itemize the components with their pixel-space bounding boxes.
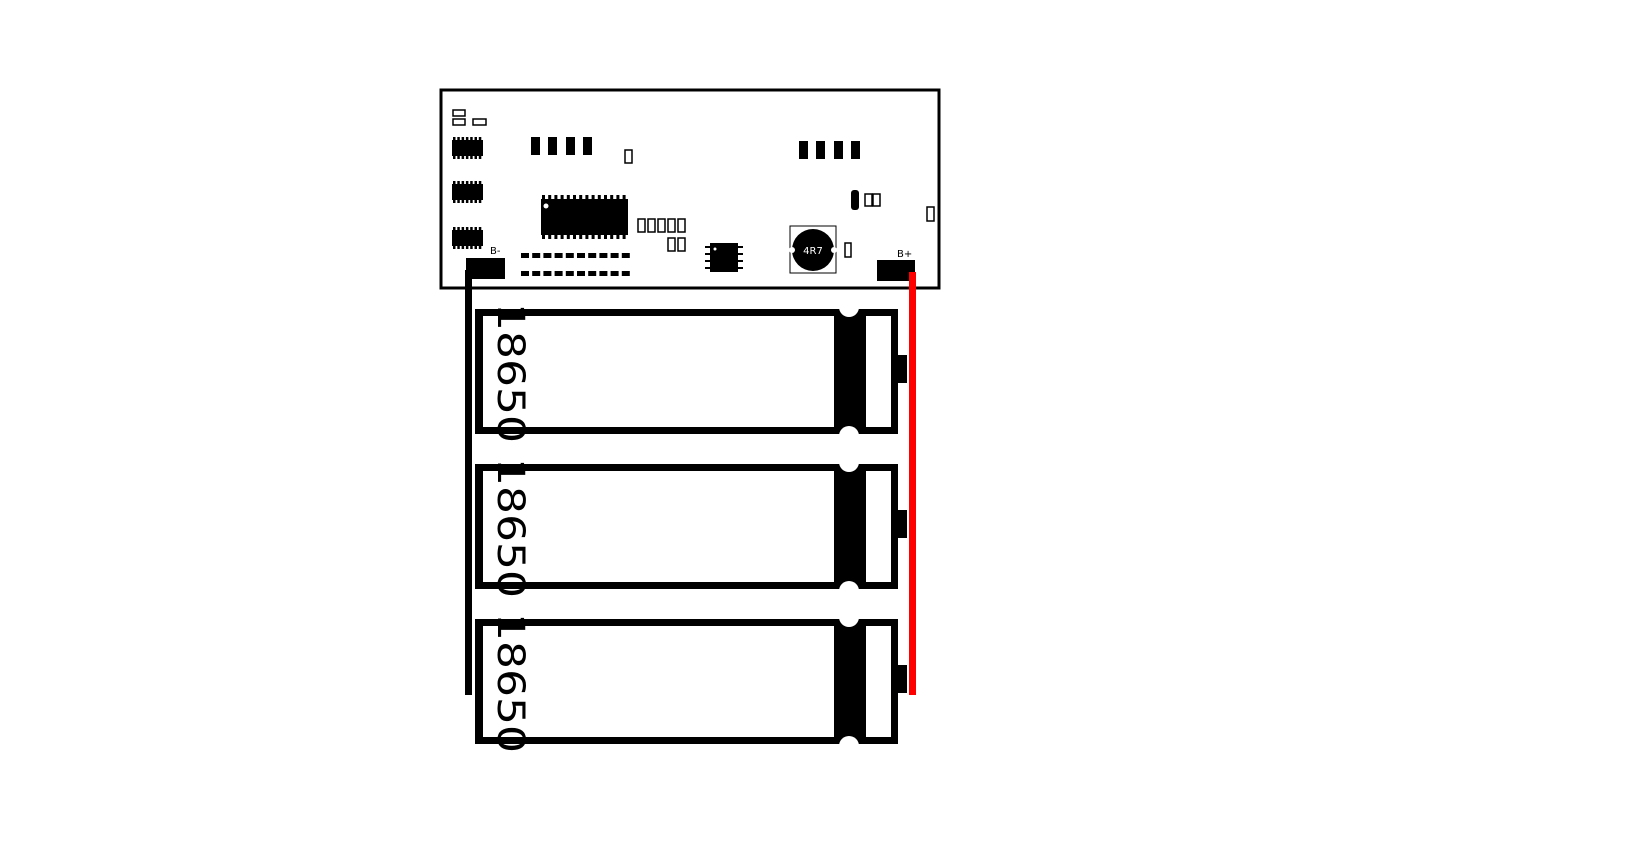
resistor-pads-left <box>531 137 592 155</box>
mosfet-chip <box>452 181 483 203</box>
neg-terminal-label: B- <box>490 246 501 257</box>
capacitor-array <box>637 218 686 252</box>
pos-terminal-pad <box>877 260 915 281</box>
battery-cell-18650: 18650 <box>475 297 907 446</box>
small-pads <box>452 109 487 126</box>
positive-wire <box>909 272 916 695</box>
diode <box>851 190 859 210</box>
battery-cell-18650: 18650 <box>475 452 907 601</box>
so8-ic <box>705 243 743 272</box>
cell-label: 18650 <box>489 303 533 443</box>
main-ic <box>541 195 628 239</box>
neg-terminal-pad <box>466 258 505 279</box>
pos-terminal-label: B+ <box>897 249 912 260</box>
cell-label: 18650 <box>489 613 533 753</box>
dash-pads <box>521 253 630 276</box>
capacitor <box>624 149 633 164</box>
inductor: 4R7 <box>789 225 837 274</box>
negative-wire <box>465 270 472 695</box>
bms-pcb: 4R7 B- B+ <box>439 88 941 290</box>
mosfet-chip <box>452 227 483 249</box>
inductor-label: 4R7 <box>803 246 823 257</box>
battery-cell-18650: 18650 <box>475 607 907 756</box>
resistor-pads-right <box>799 141 860 159</box>
cell-label: 18650 <box>489 458 533 598</box>
mosfet-chip <box>452 137 483 159</box>
mosfet-chips <box>452 137 483 249</box>
